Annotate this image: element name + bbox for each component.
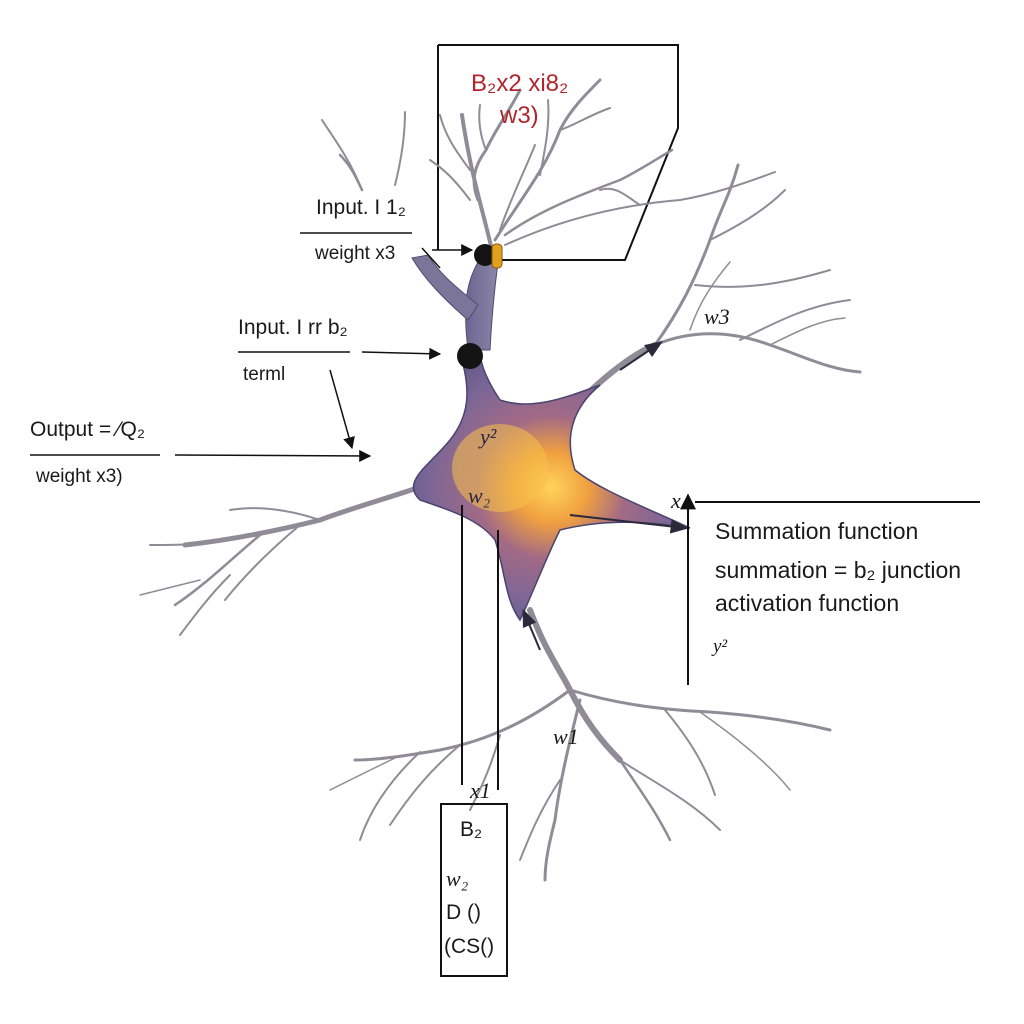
dendrites xyxy=(139,78,862,882)
bottom-box xyxy=(440,803,508,977)
bottom-box-line1: B₂ xyxy=(460,818,483,841)
branch-w3-label: w3 xyxy=(704,304,730,329)
bottom-box-line4: (CS() xyxy=(444,935,495,958)
top-box-weight: w3) xyxy=(500,102,539,129)
upper-trunk xyxy=(465,261,499,351)
bottom-box-line3: D () xyxy=(446,901,481,924)
lower-arrow xyxy=(522,608,541,651)
summation-line2: activation function xyxy=(715,590,900,616)
right-axon-arrow xyxy=(569,514,689,534)
soma-y-label: y² xyxy=(480,424,497,449)
soma-w-label: w₂ xyxy=(468,483,491,508)
input2-title: Input. I rr b₂ xyxy=(238,316,348,339)
output-title: Output = ⁄Q₂ xyxy=(30,418,145,441)
upper-synapse-node xyxy=(474,244,496,266)
input1-down-arrow xyxy=(421,247,441,269)
input1-sub: weight x3 xyxy=(315,243,396,264)
branch-x1-label: x1 xyxy=(470,778,491,803)
nucleus xyxy=(452,424,548,512)
orange-marker xyxy=(491,243,503,269)
input2-arrow xyxy=(361,347,442,360)
middle-synapse-node xyxy=(457,343,483,369)
top-box-formula: B₂x2 xi8₂ xyxy=(471,70,569,97)
branch-w1-label: w1 xyxy=(553,724,579,749)
input1-title: Input. I 1₂ xyxy=(316,196,406,219)
soma-body xyxy=(412,354,691,622)
summation-line1: summation = b₂ junction xyxy=(715,557,962,583)
axon-x-label: x xyxy=(671,488,681,513)
output-sub: weight x3) xyxy=(36,466,123,487)
upper-left-branch xyxy=(411,254,479,321)
summation-y-label: y² xyxy=(713,636,728,657)
summation-title: Summation function xyxy=(715,518,919,544)
input2-diag-arrow xyxy=(329,369,355,450)
input2-sub: terml xyxy=(243,364,286,385)
output-arrow xyxy=(174,449,372,462)
upper-right-arrow xyxy=(619,340,663,371)
top-label-box xyxy=(438,44,679,261)
bottom-box-line2: w₂ xyxy=(446,866,469,891)
